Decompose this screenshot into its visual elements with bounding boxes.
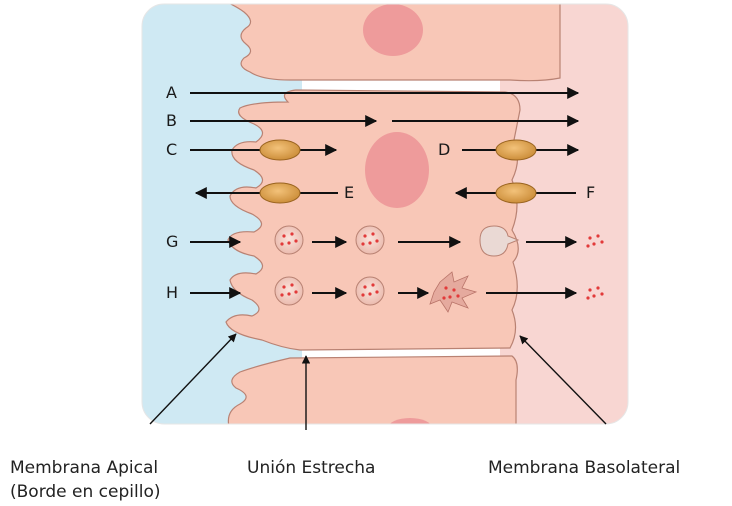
basolateral-membrane-label: Membrana Basolateral (488, 456, 680, 480)
lower-nucleus (388, 418, 432, 438)
apical-transporter-e (260, 183, 300, 203)
apical-membrane-label-line2: (Borde en cepillo) (10, 480, 160, 504)
vesicle-h1 (275, 277, 303, 305)
cell-nucleus (365, 132, 429, 208)
apical-membrane-label-line1: Membrana Apical (10, 456, 160, 480)
vesicle-g1 (275, 226, 303, 254)
vesicle-g2 (356, 226, 384, 254)
apical-membrane-label: Membrana Apical (Borde en cepillo) (10, 456, 160, 504)
pathway-label-g: G (166, 232, 178, 251)
apical-transporter-c (260, 140, 300, 160)
lower-cell (228, 356, 517, 430)
basolateral-transporter-f (496, 183, 536, 203)
pathway-label-a: A (166, 83, 177, 102)
tight-junction-label: Unión Estrecha (247, 456, 375, 480)
basolateral-transporter-d (496, 140, 536, 160)
vesicle-h2 (356, 277, 384, 305)
epithelial-cell (226, 90, 520, 350)
pathway-label-b: B (166, 111, 177, 130)
pathway-label-f: F (586, 183, 595, 202)
pathway-label-h: H (166, 283, 178, 302)
pathway-label-e: E (344, 183, 354, 202)
pathway-label-d: D (438, 140, 450, 159)
upper-nucleus (363, 4, 423, 56)
pathway-label-c: C (166, 140, 177, 159)
